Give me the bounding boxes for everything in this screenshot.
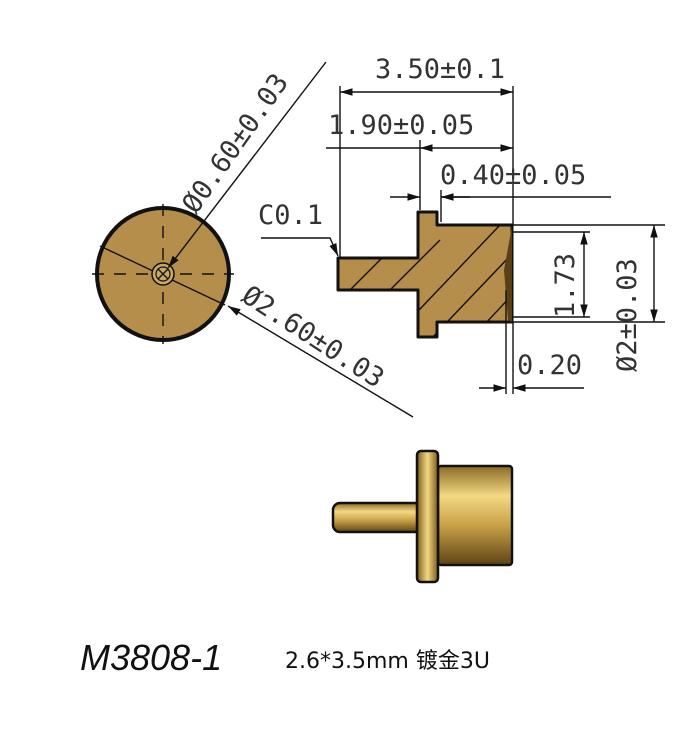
flange-diameter-leader: [227, 305, 414, 418]
part-spec: 2.6*3.5mm 镀金3U: [285, 649, 490, 674]
chamfer-leader: [261, 237, 339, 257]
flange-thickness-label: 0.40±0.05: [440, 160, 586, 191]
recess-depth-label: 0.20: [517, 350, 582, 381]
section-view: [336, 210, 514, 339]
pin-length-label: 1.90±0.05: [328, 110, 474, 141]
pin-diameter-label: Ø0.60±0.03: [176, 68, 295, 219]
part-number: M3808-1: [80, 637, 222, 678]
overall-length-label: 3.50±0.1: [375, 54, 505, 85]
end-view: [92, 204, 234, 344]
bore-diameter-label: 1.73: [550, 253, 581, 318]
part-render: [331, 449, 514, 584]
chamfer-label: C0.1: [258, 200, 323, 231]
pin-diameter-leader: [167, 61, 327, 269]
body-diameter-label: Ø2±0.03: [612, 258, 643, 372]
flange-diameter-label: Ø2.60±0.03: [236, 280, 389, 395]
